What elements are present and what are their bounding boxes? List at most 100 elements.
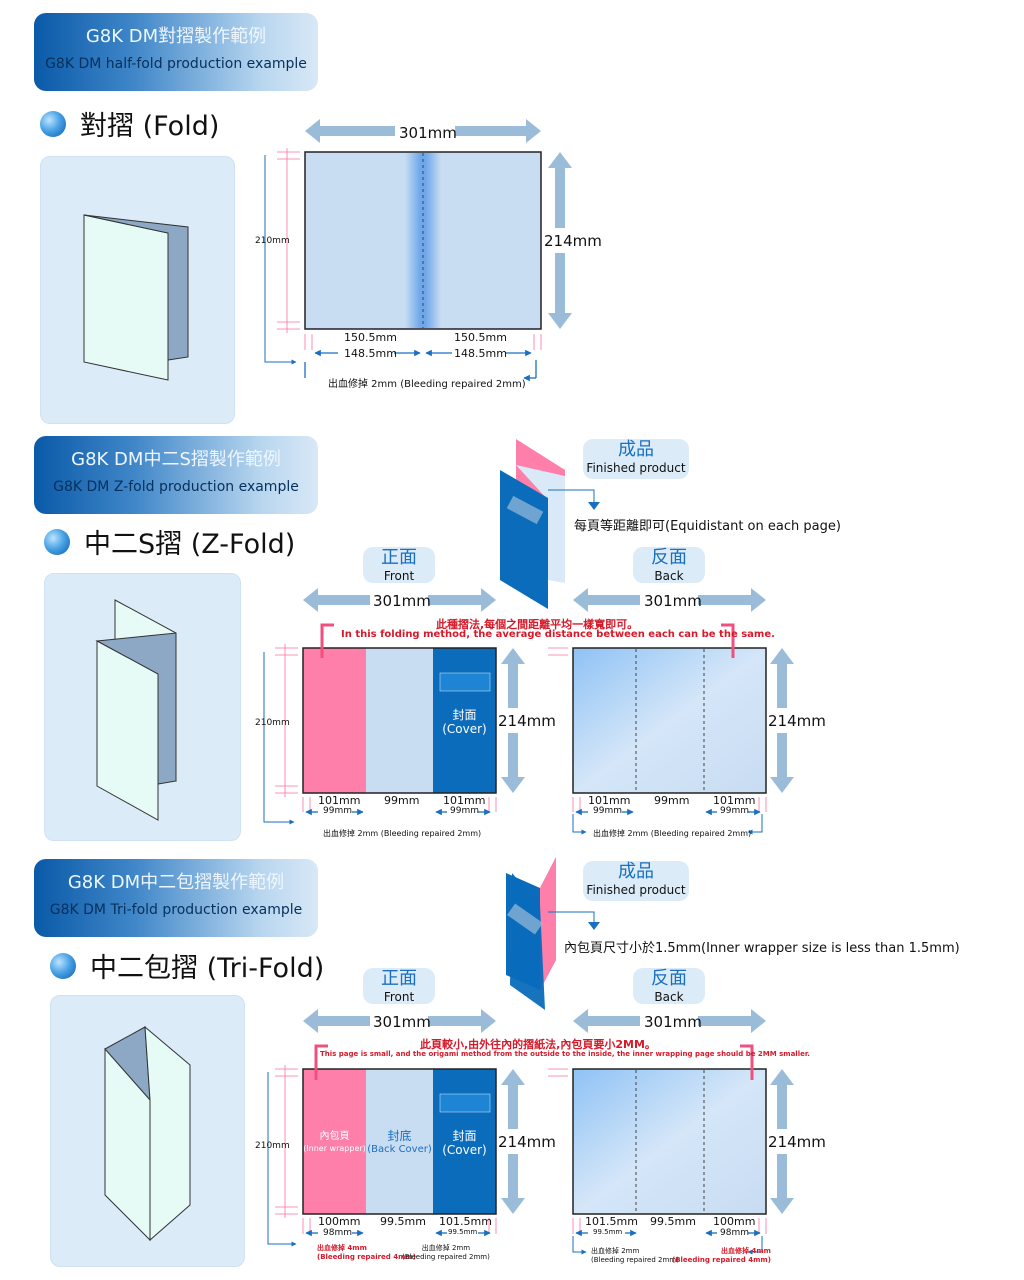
section3-front-bleed4: 出血修掉 4mm (Bleeding repaired 4mm) <box>317 1244 416 1262</box>
section2-front-panel-1: 101mm <box>318 794 361 807</box>
section2-back-panel-1: 101mm <box>588 794 631 807</box>
section1-panel-2: 150.5mm <box>454 331 507 344</box>
section1-inner-height: 210mm <box>255 236 290 246</box>
section3-back-panel-3: 100mm <box>713 1215 756 1228</box>
section2-front-bleed-note: 出血修掉 2mm (Bleeding repaired 2mm) <box>323 829 482 838</box>
section1-width-label: 301mm <box>399 124 457 142</box>
bullet-icon <box>44 528 70 555</box>
finished-en: Finished product <box>586 883 686 897</box>
finished-cn: 成品 <box>618 439 654 460</box>
section3-front-height: 214mm <box>498 1133 556 1151</box>
section2-front-height: 214mm <box>498 712 556 730</box>
back-en: Back <box>654 990 684 1004</box>
section2-front-sheet <box>263 623 497 825</box>
section2-back-panel-2: 99mm <box>654 794 690 807</box>
section2-back-finished-2: 99mm <box>720 806 749 816</box>
section2-front-finished-1: 99mm <box>323 806 352 816</box>
section3-front-bleed2: 出血修掉 2mm (Bleeding repaired 2mm) <box>402 1244 490 1262</box>
front-cn: 正面 <box>381 547 417 568</box>
section1-size-arrows <box>305 119 572 329</box>
bleed2-cn: 出血修掉 2mm <box>421 1244 471 1252</box>
section3-finished-pill: 成品 Finished product <box>583 861 689 901</box>
section2-finished-note: 每頁等距離即可(Equidistant on each page) <box>574 519 841 534</box>
section2-back-bleed-note: 出血修掉 2mm (Bleeding repaired 2mm) <box>593 829 752 838</box>
section2-back-sheet <box>548 623 767 835</box>
finished-cn: 成品 <box>618 861 654 882</box>
section3-inner-height: 210mm <box>255 1141 290 1151</box>
section2-cover-label: 封面 (Cover) <box>433 708 496 736</box>
finished-en: Finished product <box>586 461 686 475</box>
section3-back-bleed2: 出血修掉 2mm (Bleeding repaired 2mm) <box>591 1247 679 1265</box>
section2-finished-mini <box>500 439 600 609</box>
section2-front-finished-2: 99mm <box>450 806 479 816</box>
section3-front-sheet <box>267 1044 497 1247</box>
back-en: Back <box>654 569 684 583</box>
section3-back-finished-2: 98mm <box>720 1228 749 1238</box>
section2-title: 中二S摺 (Z-Fold) <box>44 522 295 561</box>
section1-fold-illustration <box>83 214 189 381</box>
section3-front-panel-2: 99.5mm <box>380 1215 426 1228</box>
front-en: Front <box>383 990 415 1004</box>
bullet-icon <box>50 952 76 979</box>
section3-back-cover-label: 封底 (Back Cover) <box>366 1129 433 1157</box>
section1-banner-cn: G8K DM對摺製作範例 <box>85 26 267 47</box>
front-en: Front <box>383 569 415 583</box>
section3-note-cn: 此頁較小,由外往內的摺紙法,內包頁要小2MM。 <box>420 1038 656 1051</box>
section3-back-sheet <box>548 1044 767 1255</box>
section1-finished-arrows <box>304 349 537 382</box>
section2-title-text: 中二S摺 (Z-Fold) <box>84 529 296 560</box>
backcover-en: (Back Cover) <box>367 1144 432 1155</box>
section1-height-label: 214mm <box>544 232 602 250</box>
cover-en: (Cover) <box>442 722 487 736</box>
bleed2-en: (Bleeding repaired 2mm) <box>591 1256 679 1264</box>
section3-inner-wrapper-label: 內包頁 (Inner wrapper) <box>303 1131 366 1155</box>
section2-note-cn: 此種摺法,每個之間距離平均一樣寬即可。 <box>436 618 639 631</box>
section2-banner-en: G8K DM Z-fold production example <box>53 479 299 495</box>
section3-trifold-illustration <box>104 1025 191 1242</box>
section2-back-width: 301mm <box>644 592 702 610</box>
section2-zfold-illustration <box>95 599 177 821</box>
section3-front-finished-2: 99.5mm <box>448 1228 478 1236</box>
cover-cn: 封面 <box>452 708 477 722</box>
section1-panel-1: 150.5mm <box>344 331 397 344</box>
back-cn: 反面 <box>651 547 687 568</box>
section2-back-height: 214mm <box>768 712 826 730</box>
section1-title: 對摺 (Fold) <box>40 104 219 143</box>
section2-size-arrows <box>303 588 794 793</box>
section2-note-en: In this folding method, the average dist… <box>341 629 775 640</box>
section2-front-panel-2: 99mm <box>384 794 420 807</box>
section3-front-width: 301mm <box>373 1013 431 1031</box>
section1-bleed-note: 出血修掉 2mm (Bleeding repaired 2mm) <box>328 379 526 390</box>
section2-front-width: 301mm <box>373 592 431 610</box>
bleed2-cn: 出血修掉 2mm <box>591 1247 640 1255</box>
section3-front-panel-1: 100mm <box>318 1215 361 1228</box>
section3-banner-en: G8K DM Tri-fold production example <box>49 902 303 918</box>
section3-cover-label: 封面 (Cover) <box>433 1129 496 1157</box>
section1-title-text: 對摺 (Fold) <box>80 111 220 142</box>
section2-banner: G8K DM中二S摺製作範例 G8K DM Z-fold production … <box>34 436 318 514</box>
section1-banner: G8K DM對摺製作範例 G8K DM half-fold production… <box>34 13 318 91</box>
bleed2-en: (Bleeding repaired 2mm) <box>402 1253 490 1261</box>
bleed4-cn: 出血修掉 4mm <box>721 1247 771 1255</box>
section3-banner: G8K DM中二包摺製作範例 G8K DM Tri-fold productio… <box>34 859 318 937</box>
section3-back-panel-2: 99.5mm <box>650 1215 696 1228</box>
section3-back-width: 301mm <box>644 1013 702 1031</box>
section3-front-finished-1: 98mm <box>323 1228 352 1238</box>
section2-banner-cn: G8K DM中二S摺製作範例 <box>71 449 281 470</box>
section2-back-panel-3: 101mm <box>713 794 756 807</box>
section2-front-panel-3: 101mm <box>443 794 486 807</box>
section1-sheet <box>264 148 542 365</box>
front-cn: 正面 <box>381 968 417 989</box>
bleed4-cn: 出血修掉 4mm <box>317 1244 367 1252</box>
bleed4-en: (Bleeding repaired 4mm) <box>672 1256 771 1264</box>
section3-front-panel-3: 101.5mm <box>439 1215 492 1228</box>
section3-back-finished-1: 99.5mm <box>593 1228 623 1236</box>
section1-banner-en: G8K DM half-fold production example <box>45 56 307 72</box>
section1-finished-2: 148.5mm <box>454 347 507 360</box>
section3-back-panel-1: 101.5mm <box>585 1215 638 1228</box>
back-cn: 反面 <box>651 968 687 989</box>
section3-title-text: 中二包摺 (Tri-Fold) <box>90 953 325 984</box>
inner-en: (Inner wrapper) <box>303 1144 366 1153</box>
section2-finished-pill: 成品 Finished product <box>583 439 689 479</box>
